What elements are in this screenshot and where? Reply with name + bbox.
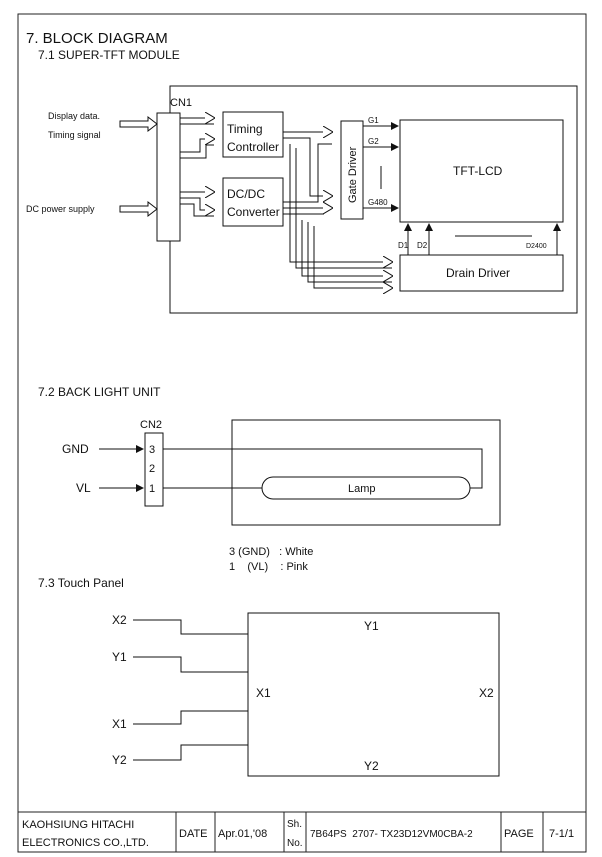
pin1-label: 1 <box>149 483 155 495</box>
lamp-tube <box>261 476 471 500</box>
y2-lead <box>133 744 248 761</box>
g480-label: G480 <box>368 198 388 207</box>
backlight-diagram <box>99 419 501 526</box>
input-arrow-dc <box>119 200 158 218</box>
input-dc-label: DC power supply <box>26 204 95 214</box>
drain-driver-label: Drain Driver <box>446 266 510 280</box>
cn1-label: CN1 <box>170 97 192 109</box>
touch-x1-left: X1 <box>112 717 127 731</box>
cn2-connector <box>144 432 164 507</box>
gate-driver-block <box>340 120 364 220</box>
tft-module-diagram <box>119 85 578 314</box>
sheet-no-label-2: No. <box>287 838 303 849</box>
section-title: 7. BLOCK DIAGRAM <box>26 30 168 47</box>
timing-label-1: Timing <box>227 122 263 136</box>
y1-lead <box>133 656 248 673</box>
document-number: 7B64PS 2707- TX23D12VM0CBA-2 <box>310 829 473 840</box>
touch-x2-left: X2 <box>112 613 127 627</box>
company-line-1: KAOHSIUNG HITACHI <box>22 819 134 831</box>
subsection-backlight: 7.2 BACK LIGHT UNIT <box>38 385 161 399</box>
touch-y2-bottom: Y2 <box>364 759 379 773</box>
touch-x1-inner: X1 <box>256 686 271 700</box>
touch-panel-area <box>247 612 500 777</box>
d2400-label: D2400 <box>526 243 547 250</box>
g1-label: G1 <box>368 116 379 125</box>
gate-driver-label: Gate Driver <box>347 146 359 203</box>
backlight-boundary <box>231 419 501 526</box>
company-line-2: ELECTRONICS CO.,LTD. <box>22 837 149 849</box>
gnd-label: GND <box>62 442 89 456</box>
gnd-wire <box>163 448 483 489</box>
date-label: DATE <box>179 828 208 840</box>
dcdc-label-2: Converter <box>227 205 280 219</box>
touch-x2-inner: X2 <box>479 686 494 700</box>
timing-controller-block <box>222 111 284 158</box>
touch-y1-left: Y1 <box>112 650 127 664</box>
drain-driver-block <box>399 254 564 292</box>
sheet-no-label-1: Sh. <box>287 819 302 830</box>
touch-y1-top: Y1 <box>364 619 379 633</box>
wire-note-gnd: 3 (GND) : White <box>229 546 313 558</box>
dcdc-label-1: DC/DC <box>227 187 265 201</box>
pin3-label: 3 <box>149 444 155 456</box>
input-arrow-display <box>119 115 158 133</box>
vl-label: VL <box>76 481 91 495</box>
tft-lcd-label: TFT-LCD <box>453 164 503 178</box>
d2-label: D2 <box>417 241 428 250</box>
d1-label: D1 <box>398 241 409 250</box>
g2-label: G2 <box>368 137 379 146</box>
touch-panel-diagram <box>133 612 500 777</box>
tft-lcd-panel <box>399 119 564 223</box>
page-label: PAGE <box>504 828 534 840</box>
title-block <box>18 811 586 852</box>
wire-note-vl: 1 (VL) : Pink <box>229 561 308 573</box>
subsection-touch: 7.3 Touch Panel <box>38 576 124 590</box>
x1-lead <box>133 710 248 725</box>
page-value: 7-1/1 <box>549 828 574 840</box>
timing-label-2: Controller <box>227 140 279 154</box>
timing-drain-bus <box>289 144 392 262</box>
input-timing-label: Timing signal <box>48 130 101 140</box>
x2-lead <box>133 619 248 635</box>
dcdc-converter-block <box>222 177 284 227</box>
date-value: Apr.01,'08 <box>218 828 267 840</box>
lamp-label: Lamp <box>348 483 376 495</box>
input-display-label: Display data. <box>48 111 100 121</box>
cn1-connector <box>156 112 181 242</box>
touch-y2-left: Y2 <box>112 753 127 767</box>
cn2-label: CN2 <box>140 419 162 431</box>
subsection-tft: 7.1 SUPER-TFT MODULE <box>38 48 180 62</box>
page-border <box>17 13 587 853</box>
pin2-label: 2 <box>149 463 155 475</box>
